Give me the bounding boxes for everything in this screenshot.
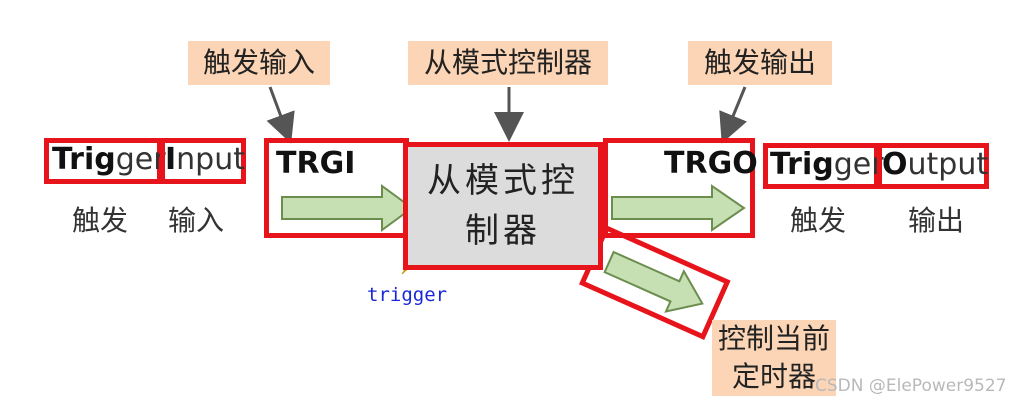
slave-mode-controller-box: 从模式控制器	[403, 142, 603, 270]
trigger-cn-left: 触发	[72, 204, 129, 237]
trigger-output-tag: 触发输出	[688, 41, 832, 85]
output-cn: 输出	[908, 204, 965, 237]
trigger-word-frame-right	[763, 143, 879, 189]
trigger-word-left: Trigger	[52, 142, 166, 177]
trigger-cn-right: 触发	[790, 204, 847, 237]
pointer-trgo	[719, 86, 748, 144]
input-word: Input	[165, 142, 246, 177]
watermark: CSDN @ElePower9527	[815, 376, 1007, 396]
trgo-label: TRGO	[664, 146, 758, 181]
arrow-trgo	[611, 184, 746, 232]
trigger-word-frame-left	[44, 138, 162, 184]
input-word-frame	[160, 138, 246, 184]
pointer-trgi	[266, 86, 295, 144]
trigger-input-tag: 触发输入	[188, 41, 330, 85]
trigger-word-right: Trigger	[770, 147, 884, 182]
trigger-label: trigger	[367, 284, 448, 306]
output-word-frame	[877, 143, 989, 189]
slave-controller-tag: 从模式控制器	[408, 41, 608, 85]
control-timer-tag: 控制当前 定时器	[712, 320, 836, 396]
arrow-trgi	[281, 184, 414, 232]
trgo-frame	[603, 138, 755, 238]
arrow-control-timer	[603, 250, 704, 313]
input-cn: 输入	[168, 204, 225, 237]
trgi-label: TRGI	[276, 146, 356, 181]
output-word: Output	[882, 147, 989, 182]
